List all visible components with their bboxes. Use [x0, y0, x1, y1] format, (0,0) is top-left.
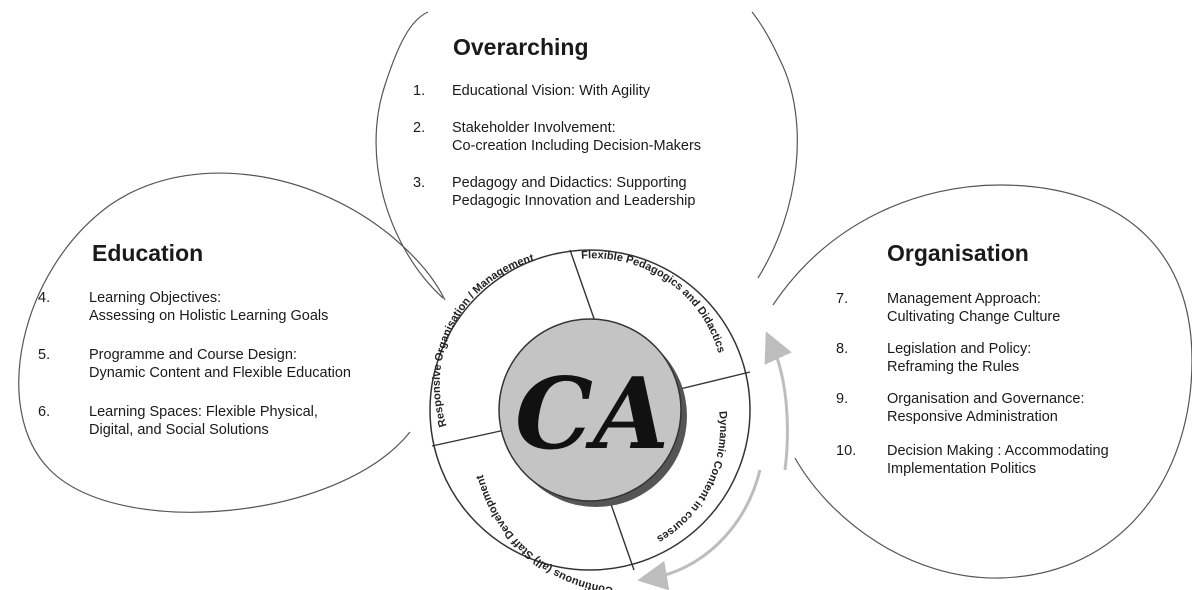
item-number: 10. — [836, 443, 856, 459]
item-text: Dynamic Content and Flexible Education — [89, 365, 351, 381]
item-number: 1. — [413, 83, 425, 99]
item-number: 3. — [413, 175, 425, 191]
item-text: Digital, and Social Solutions — [89, 422, 269, 438]
item-number: 7. — [836, 291, 848, 307]
item-text: Pedagogy and Didactics: Supporting — [452, 175, 687, 191]
item-text: Educational Vision: With Agility — [452, 83, 651, 99]
svg-text:CA: CA — [515, 357, 669, 472]
item-text: Cultivating Change Culture — [887, 309, 1060, 325]
item-text: Reframing the Rules — [887, 359, 1019, 375]
overarching-petal — [375, 11, 798, 299]
cycle-arrow-right — [764, 331, 792, 471]
item-text: Stakeholder Involvement: — [452, 120, 616, 136]
item-text: Pedagogic Innovation and Leadership — [452, 193, 695, 209]
wheel-divider — [569, 249, 599, 331]
item-text: Responsive Administration — [887, 409, 1058, 425]
cycle-arrow-bottom — [637, 469, 762, 590]
item-number: 8. — [836, 341, 848, 357]
item-text: Programme and Course Design: — [89, 347, 297, 363]
item-text: Assessing on Holistic Learning Goals — [89, 308, 328, 324]
item-text: Legislation and Policy: — [887, 341, 1031, 357]
item-number: 9. — [836, 391, 848, 407]
organisation-petal — [772, 184, 1192, 579]
education-petal — [18, 172, 446, 513]
item-text: Organisation and Governance: — [887, 391, 1085, 407]
overarching-heading: Overarching — [453, 34, 589, 60]
hub-circle — [498, 318, 682, 502]
item-number: 4. — [38, 290, 50, 306]
item-text: Implementation Politics — [887, 461, 1036, 477]
item-number: 6. — [38, 404, 50, 420]
wheel-divider — [675, 371, 751, 391]
wheel-divider — [431, 429, 506, 447]
item-text: Management Approach: — [887, 291, 1041, 307]
organisation-heading: Organisation — [887, 240, 1029, 266]
item-text: Decision Making : Accommodating — [887, 443, 1109, 459]
ca-logo: CA — [515, 357, 669, 472]
item-number: 2. — [413, 120, 425, 136]
item-number: 5. — [38, 347, 50, 363]
item-text: Learning Spaces: Flexible Physical, — [89, 404, 318, 420]
item-text: Learning Objectives: — [89, 290, 221, 306]
education-heading: Education — [92, 240, 203, 266]
item-text: Co-creation Including Decision-Makers — [452, 138, 701, 154]
